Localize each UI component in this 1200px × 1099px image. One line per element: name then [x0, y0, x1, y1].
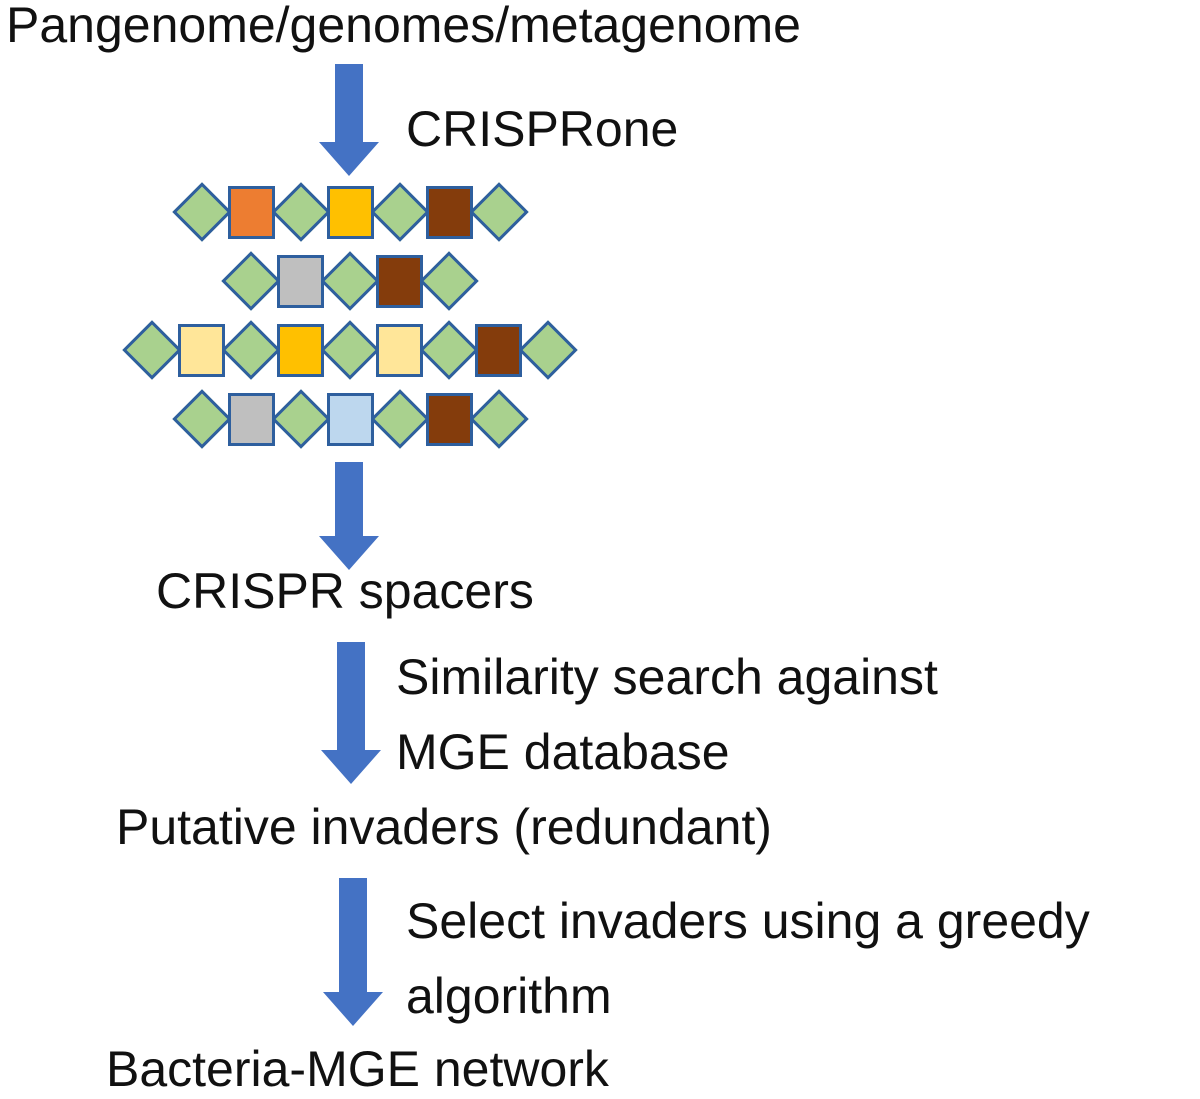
crisprone-arrow-label: CRISPRone: [406, 101, 679, 157]
bacteria-mge-network-label: Bacteria-MGE network: [106, 1041, 609, 1097]
repeat-diamond-icon: [270, 182, 331, 242]
repeat-diamond-icon: [518, 320, 578, 380]
crispr-array-row: [171, 182, 529, 242]
spacer-amber-square-icon: [326, 185, 374, 239]
spacer-brown-square-icon: [475, 323, 522, 377]
repeat-diamond-icon: [320, 251, 380, 311]
down-arrow-icon: [318, 64, 380, 176]
select-invaders-arrow-label-line1: Select invaders using a greedy: [406, 893, 1090, 949]
repeat-diamond-icon: [221, 320, 281, 380]
putative-invaders-label: Putative invaders (redundant): [116, 799, 772, 855]
crispr-spacers-label: CRISPR spacers: [156, 563, 534, 619]
repeat-diamond-icon: [419, 251, 479, 311]
down-arrow-icon: [320, 642, 382, 784]
down-arrow-icon: [318, 462, 380, 570]
repeat-diamond-icon: [221, 251, 281, 311]
repeat-diamond-icon: [468, 182, 529, 242]
repeat-diamond-icon: [369, 389, 430, 449]
spacer-amber-square-icon: [277, 323, 324, 377]
repeat-diamond-icon: [122, 320, 182, 380]
crispr-arrays: [0, 182, 700, 449]
spacer-lightblue-square-icon: [326, 392, 374, 446]
spacer-gray-square-icon: [277, 254, 324, 308]
spacer-lightyellow-square-icon: [376, 323, 423, 377]
repeat-diamond-icon: [320, 320, 380, 380]
select-invaders-arrow-label: Select invaders using a greedy algorithm: [406, 884, 1090, 1034]
crispr-array-row: [221, 251, 479, 311]
spacer-brown-square-icon: [425, 392, 473, 446]
spacer-brown-square-icon: [425, 185, 473, 239]
crispr-array-row: [122, 320, 578, 380]
similarity-search-arrow-label-line2: MGE database: [396, 724, 730, 780]
spacer-gray-square-icon: [227, 392, 275, 446]
spacer-brown-square-icon: [376, 254, 423, 308]
repeat-diamond-icon: [270, 389, 331, 449]
spacer-lightyellow-square-icon: [178, 323, 225, 377]
repeat-diamond-icon: [171, 389, 232, 449]
similarity-search-arrow-label-line1: Similarity search against: [396, 649, 938, 705]
down-arrow-icon: [322, 878, 384, 1026]
select-invaders-arrow-label-line2: algorithm: [406, 968, 612, 1024]
diagram-title: Pangenome/genomes/metagenome: [6, 0, 801, 53]
spacer-orange-square-icon: [227, 185, 275, 239]
repeat-diamond-icon: [171, 182, 232, 242]
similarity-search-arrow-label: Similarity search against MGE database: [396, 640, 938, 790]
repeat-diamond-icon: [369, 182, 430, 242]
repeat-diamond-icon: [468, 389, 529, 449]
repeat-diamond-icon: [419, 320, 479, 380]
crispr-array-row: [171, 389, 529, 449]
